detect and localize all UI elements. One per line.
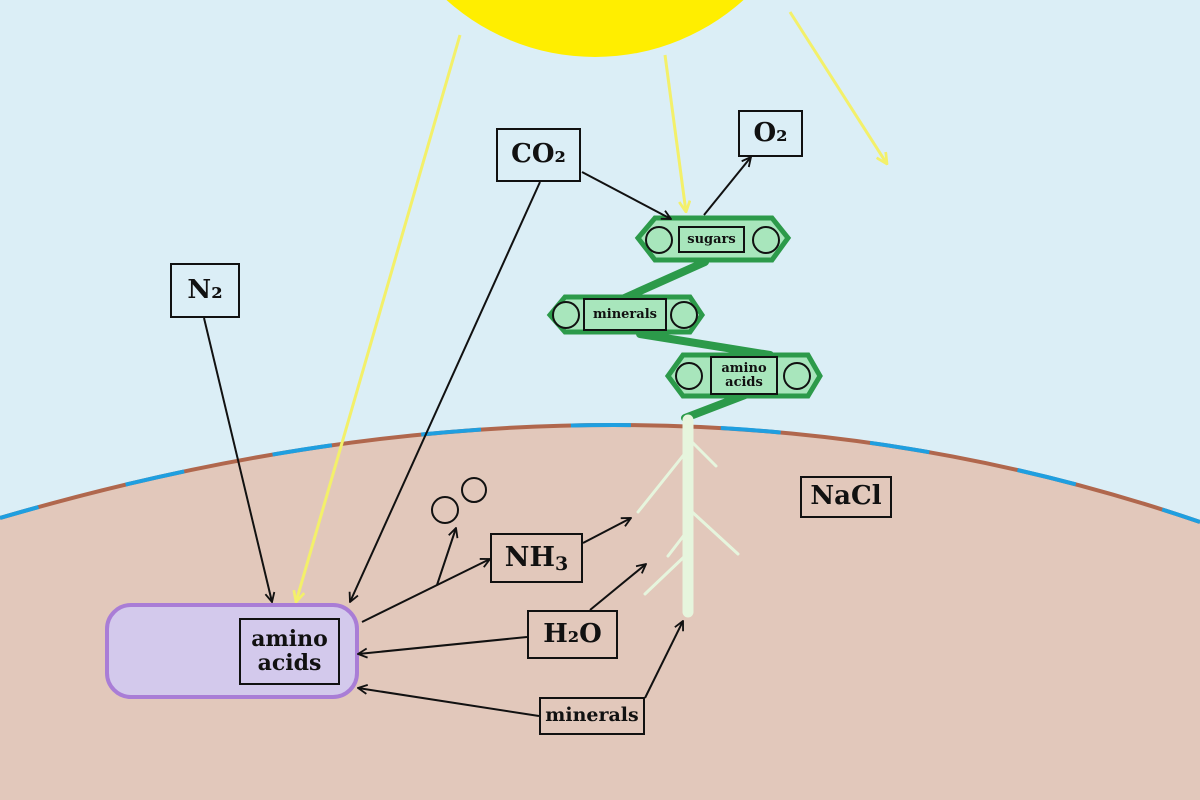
arrow-minerals-to-root (644, 621, 683, 699)
label-h2o: H₂O (527, 610, 618, 659)
arrow-minerals-to-cell (358, 688, 540, 717)
arrow-nh3-to-root (582, 518, 631, 544)
label-nh3-text: NH (504, 541, 555, 573)
label-minerals-soil: minerals (539, 697, 645, 735)
label-o2: O₂ (738, 110, 803, 157)
arrow-n2-to-cell (203, 317, 272, 602)
label-leaf-sugars: sugars (678, 226, 745, 253)
cell-amino-line2: acids (257, 649, 322, 676)
arrow-h2o-to-root (589, 564, 646, 611)
arrow-to-bubbles (436, 528, 456, 586)
gas-bubble (431, 496, 459, 524)
arrow-co2-to-cell (350, 181, 541, 602)
label-cell-amino-acids: amino acids (239, 618, 340, 685)
arrow-leaf-to-o2 (703, 157, 751, 216)
arrow-co2-to-leaf (581, 171, 671, 219)
label-nacl: NaCl (800, 476, 892, 518)
arrow-h2o-to-cell (358, 636, 528, 654)
label-co2: CO₂ (496, 128, 581, 182)
plant-stem (616, 258, 774, 422)
sun-ray-to-cell (296, 34, 462, 602)
sun-ray-right (788, 11, 887, 164)
arrow-cell-to-nh3 (361, 559, 490, 623)
label-n2: N₂ (170, 263, 240, 318)
label-nh3-subscript: 3 (554, 553, 569, 576)
cell-amino-line1: amino (251, 626, 328, 653)
label-leaf-amino-acids: amino acids (710, 356, 778, 395)
plant-roots (636, 414, 740, 618)
sun (446, 0, 744, 57)
leaf-amino-line2: acids (725, 374, 763, 390)
label-leaf-minerals: minerals (583, 298, 667, 331)
flow-arrows (203, 157, 751, 717)
sun-ray-to-leaf (663, 54, 686, 212)
leaf-amino-line1: amino (721, 360, 767, 376)
gas-bubble (461, 477, 487, 503)
soil-water-film (0, 423, 1200, 524)
